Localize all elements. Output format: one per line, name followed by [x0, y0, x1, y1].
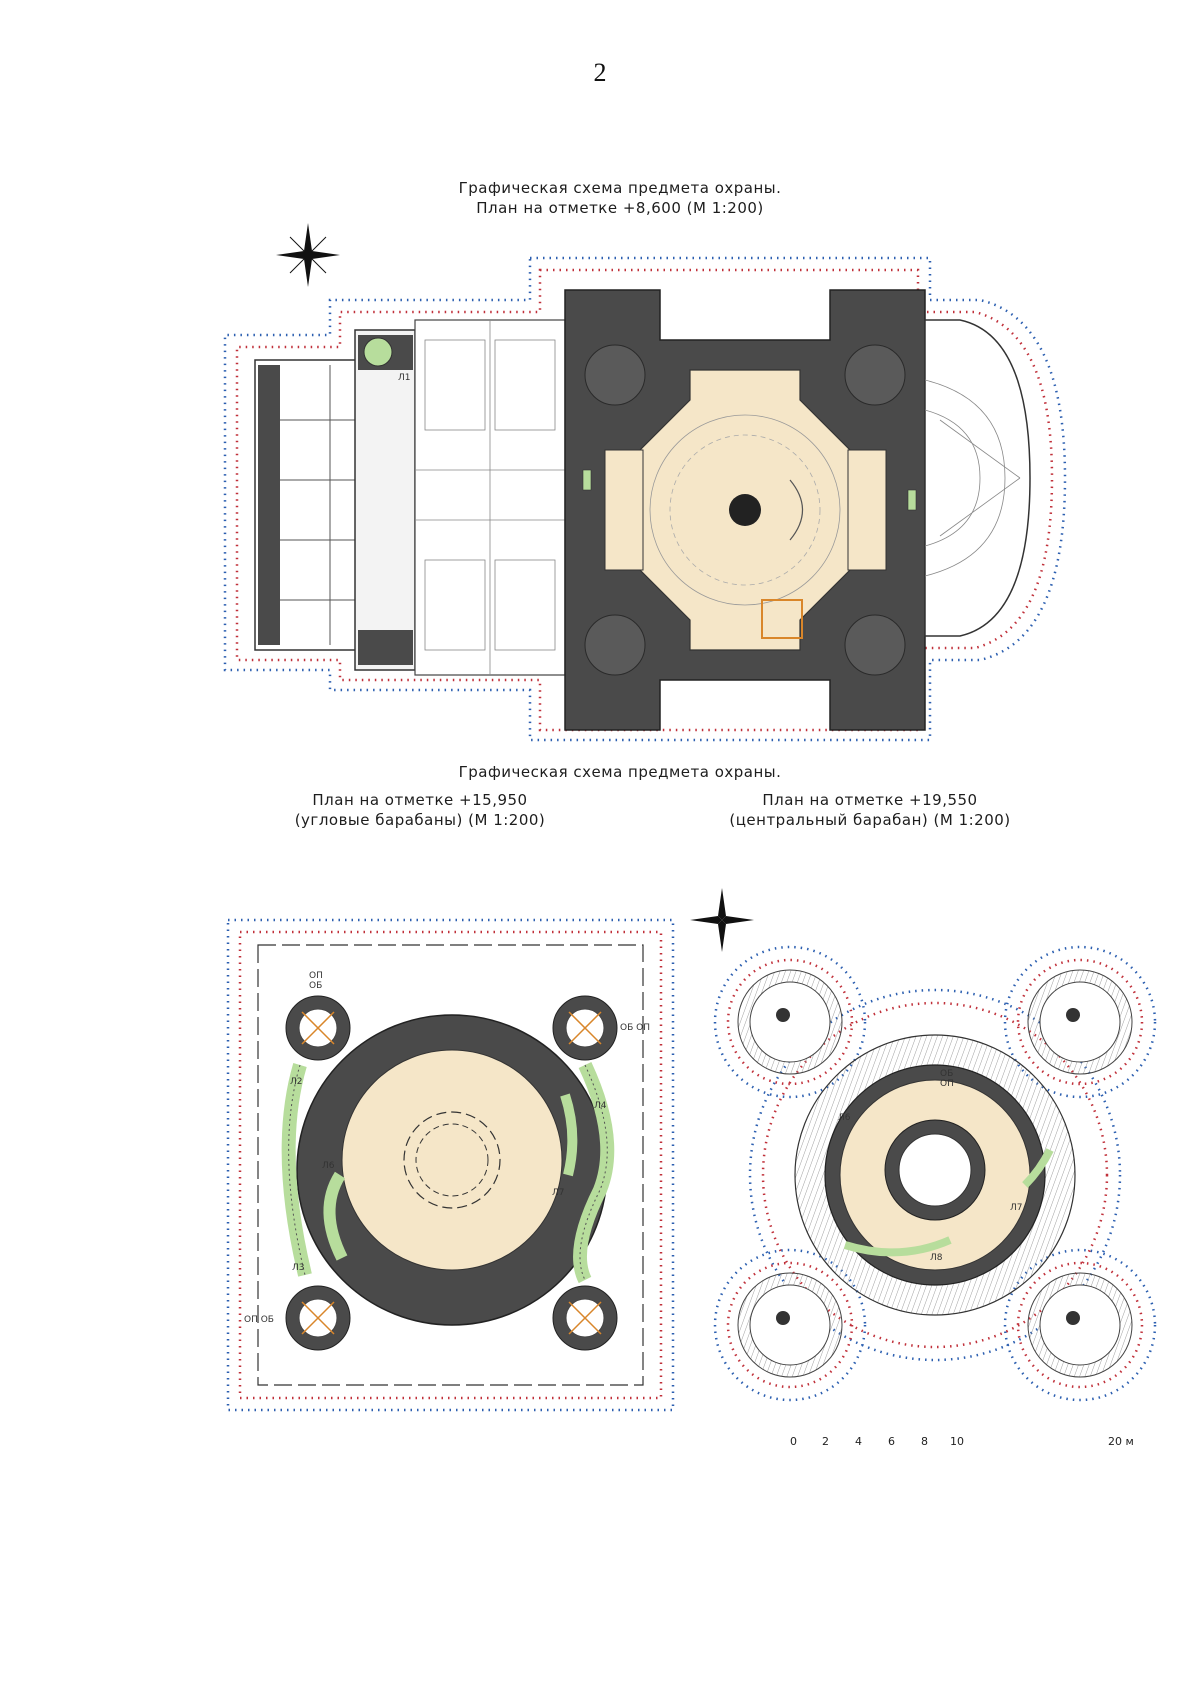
plan2-label-ob-nw: ОБ — [309, 981, 322, 991]
plan3-title: План на отметке +19,550 (центральный бар… — [680, 790, 1060, 830]
scale-bar: 0 2 4 6 8 10 20 м — [790, 1435, 1134, 1448]
plan2-labels: ОП ОБ ОБ ОП ОП ОБ Л2 Л3 Л4 Л6 Л7 — [244, 971, 650, 1325]
plan1-drawing: Л1 — [223, 223, 1067, 742]
plan3-labels: Л6 Л7 Л8 ОБ ОП — [838, 1069, 1023, 1263]
plan3-boundary-red — [761, 1001, 1109, 1349]
plan2-label-l7: Л7 — [552, 1188, 565, 1198]
plan1-title-line1: Графическая схема предмета охраны. — [458, 179, 782, 197]
scale-tick-6: 6 — [888, 1435, 895, 1448]
plan3-corner-cupolas — [737, 969, 1133, 1378]
scale-tick-0: 0 — [790, 1435, 797, 1448]
plan2-label-obop-ne: ОБ ОП — [620, 1023, 650, 1033]
plan2-label-l6: Л6 — [322, 1161, 335, 1171]
plan3-title-line1: План на отметке +19,550 — [762, 791, 978, 809]
plan2-label-l3: Л3 — [292, 1263, 305, 1273]
north-arrow-icon-2 — [690, 888, 754, 952]
plan3-label-l6: Л6 — [838, 1113, 851, 1123]
plan1-title: Графическая схема предмета охраны. План … — [420, 178, 820, 218]
plan3-drawing: Л6 Л7 Л8 ОБ ОП — [690, 888, 1157, 1402]
plan2-title-line1: План на отметке +15,950 — [312, 791, 528, 809]
page-number: 2 — [593, 58, 607, 87]
plan2-corner-drums — [285, 995, 618, 1351]
plan2-label-opob-sw: ОП ОБ — [244, 1315, 274, 1325]
plan-group-title-text: Графическая схема предмета охраны. — [458, 763, 782, 781]
plan1-apse — [924, 319, 1031, 637]
plan3-label-op: ОП — [940, 1079, 954, 1089]
scale-tick-4: 4 — [855, 1435, 862, 1448]
plan2-drawing: ОП ОБ ОБ ОП ОП ОБ Л2 Л3 Л4 Л6 Л7 — [226, 918, 675, 1412]
plan3-label-l7: Л7 — [1010, 1203, 1023, 1213]
plan1-title-line2: План на отметке +8,600 (М 1:200) — [476, 199, 764, 217]
plan3-label-l8: Л8 — [930, 1253, 943, 1263]
north-arrow-icon — [276, 223, 340, 287]
plan-group-title: Графическая схема предмета охраны. — [420, 762, 820, 782]
plan2-boundary-blue — [226, 918, 675, 1412]
plan2-stair-east — [573, 1062, 615, 1284]
scale-tick-2: 2 — [822, 1435, 829, 1448]
plan3-title-line2: (центральный барабан) (М 1:200) — [729, 811, 1011, 829]
plan3-label-ob: ОБ — [940, 1069, 953, 1079]
plan3-boundary-blue — [748, 988, 1122, 1362]
plan2-label-op-nw: ОП — [309, 971, 323, 981]
plan2-boundary-red — [238, 930, 663, 1400]
plan1-label-l1: Л1 — [398, 373, 411, 383]
plan2-title-line2: (угловые барабаны) (М 1:200) — [294, 811, 546, 829]
scale-tick-8: 8 — [921, 1435, 928, 1448]
plan2-label-l4: Л4 — [594, 1101, 607, 1111]
scale-tick-20: 20 м — [1108, 1435, 1134, 1448]
plan2-label-l2: Л2 — [290, 1077, 303, 1087]
scale-tick-10: 10 — [950, 1435, 964, 1448]
plan2-title: План на отметке +15,950 (угловые барабан… — [230, 790, 610, 830]
